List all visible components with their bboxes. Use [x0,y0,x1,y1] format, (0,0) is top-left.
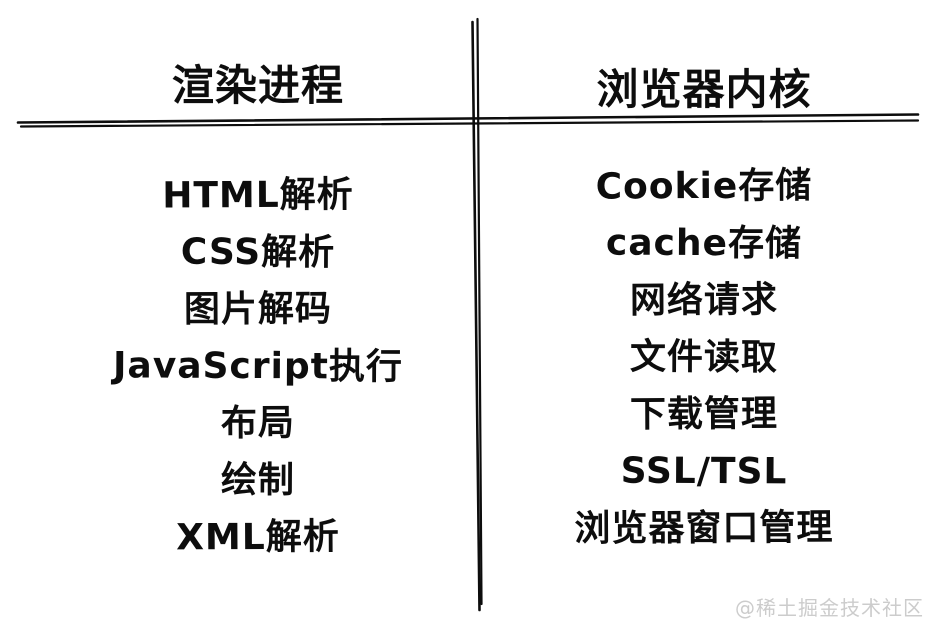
list-item: HTML解析 [162,174,354,217]
list-item: cache存储 [605,222,803,265]
list-item: CSS解析 [180,231,336,274]
column-title-render-process: 渲染进程 [171,61,344,110]
list-item: SSL/TSL [620,450,788,493]
column-title-browser-kernel: 浏览器内核 [596,65,812,114]
list-item: 布局 [220,402,296,445]
list-item: Cookie存储 [595,165,813,208]
watermark: @稀土掘金技术社区 [735,596,924,620]
list-item: 下载管理 [629,393,779,436]
list-item: 图片解码 [183,288,333,331]
column-items-browser-kernel: Cookie存储 cache存储网络请求文件读取下载管理 SSL/TSL 浏览器窗口管… [478,158,930,557]
list-item: XML解析 [176,516,340,559]
list-item: 浏览器窗口管理 [574,507,834,550]
column-items-render-process: HTML解析 CSS解析图片解码 JavaScript执行布局绘制 XML解析 [40,167,476,566]
horizontal-divider-line [19,119,920,128]
list-item: 绘制 [220,459,296,502]
list-item: 文件读取 [629,336,779,379]
list-item: 网络请求 [629,279,779,322]
list-item: JavaScript执行 [112,345,403,388]
